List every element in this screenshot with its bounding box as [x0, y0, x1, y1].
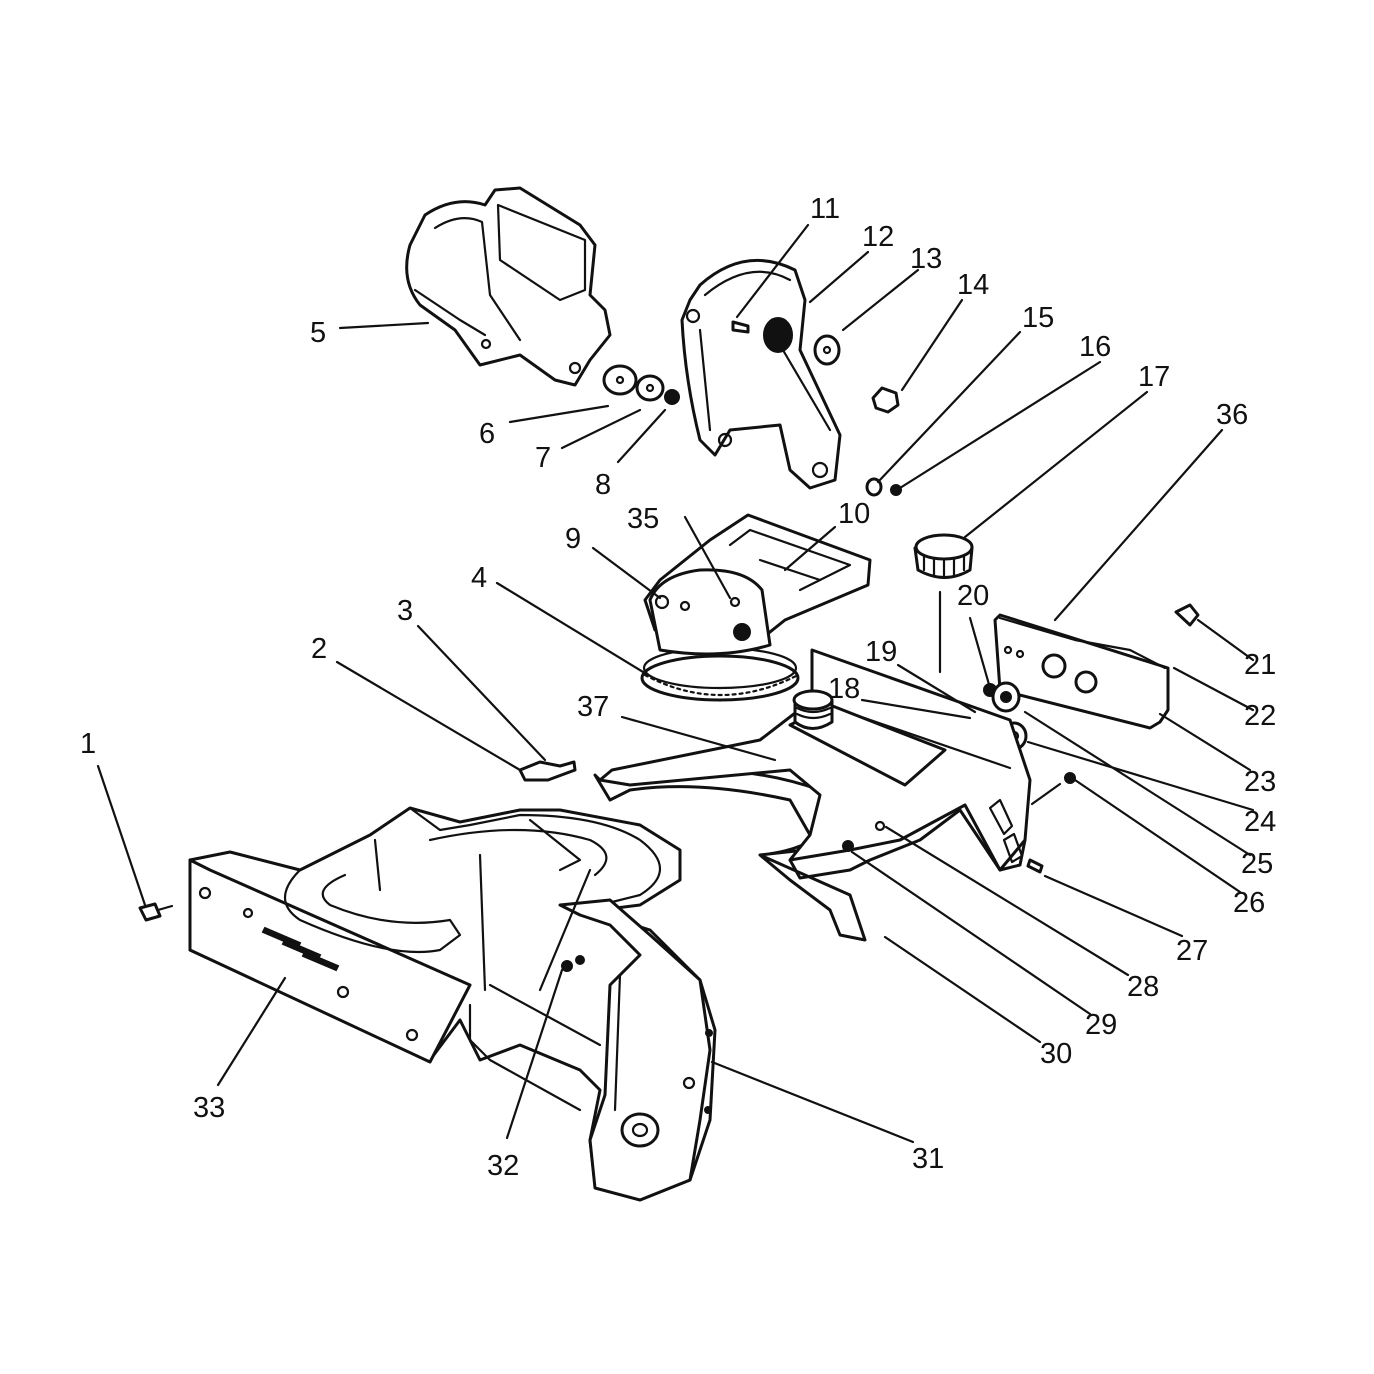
callout-31: 31: [912, 1143, 944, 1175]
cover-plate: [993, 613, 1170, 730]
washer-7: [635, 374, 665, 402]
callout-8: 8: [595, 469, 611, 501]
chute-deflector: [405, 186, 612, 387]
callout-28: 28: [1127, 971, 1159, 1003]
callout-33: 33: [193, 1092, 225, 1124]
callout-22: 22: [1244, 700, 1276, 732]
callout-17: 17: [1138, 361, 1170, 393]
callout-10: 10: [838, 498, 870, 530]
callout-6: 6: [479, 418, 495, 450]
chute-bracket: [680, 258, 842, 490]
callout-24: 24: [1244, 806, 1276, 838]
callout-18: 18: [828, 673, 860, 705]
callout-16: 16: [1079, 331, 1111, 363]
callout-9: 9: [565, 523, 581, 555]
callout-25: 25: [1241, 848, 1273, 880]
knob-cap-17: [913, 533, 974, 579]
washer-28: [874, 820, 886, 832]
washer-13: [813, 334, 841, 366]
nut-8: [664, 389, 680, 405]
callout-36: 36: [1216, 399, 1248, 431]
callout-2: 2: [311, 633, 327, 665]
gear-20: [983, 681, 1021, 713]
chute-base: [640, 513, 872, 702]
callout-labels: 1 2 3 4 5 6 7 8 9 10 11 12 13 14 15 16 1…: [80, 193, 1276, 1182]
callout-12: 12: [862, 221, 894, 253]
callout-1: 1: [80, 728, 96, 760]
bolt-27: [1026, 858, 1044, 874]
callout-23: 23: [1244, 766, 1276, 798]
callout-4: 4: [471, 562, 487, 594]
callout-32: 32: [487, 1150, 519, 1182]
leader-lines: [96, 223, 1255, 1144]
callout-3: 3: [397, 595, 413, 627]
bolt-11: [731, 320, 750, 334]
callout-26: 26: [1233, 887, 1265, 919]
callout-27: 27: [1176, 935, 1208, 967]
washer-15: [865, 477, 883, 497]
spring-cap: [792, 689, 834, 730]
callout-35: 35: [627, 503, 659, 535]
auger-housing: [188, 806, 717, 1202]
callout-30: 30: [1040, 1038, 1072, 1070]
callout-29: 29: [1085, 1009, 1117, 1041]
bolt-1: [138, 902, 174, 922]
callout-15: 15: [1022, 302, 1054, 334]
nut-21: [1174, 603, 1200, 627]
callout-37: 37: [577, 691, 609, 723]
callout-19: 19: [865, 636, 897, 668]
callout-5: 5: [310, 317, 326, 349]
knob-14: [871, 386, 900, 414]
nut-29: [842, 840, 854, 852]
washer-6: [602, 364, 638, 396]
screw-3: [518, 760, 577, 782]
nut-16: [890, 484, 902, 496]
screw-26: [1064, 772, 1076, 784]
nut-32: [561, 955, 585, 972]
callout-13: 13: [910, 243, 942, 275]
callout-20: 20: [957, 580, 989, 612]
callout-21: 21: [1244, 649, 1276, 681]
callout-7: 7: [535, 442, 551, 474]
callout-14: 14: [957, 269, 989, 301]
callout-11: 11: [810, 193, 840, 225]
